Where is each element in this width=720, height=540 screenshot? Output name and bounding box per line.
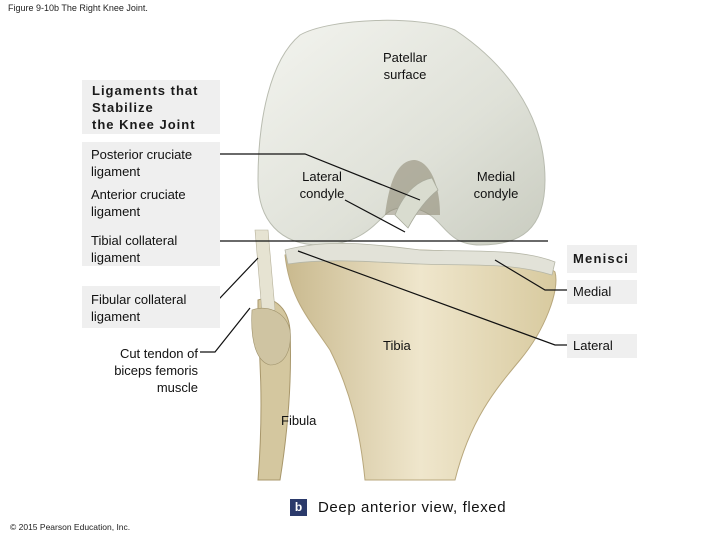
leader-biceps [200,307,251,353]
header-line-1: Ligaments that [92,83,199,98]
view-badge: b [290,499,307,516]
label-lateral-meniscus: Lateral [567,334,637,358]
leader-posterior-cruciate [213,153,421,201]
menisci-band [284,242,556,276]
label-tibia: Tibia [383,338,411,353]
label-posterior-cruciate: Posterior cruciate ligament [91,147,193,179]
copyright-notice: © 2015 Pearson Education, Inc. [10,522,131,532]
label-fibular-collateral: Fibular collateral ligament [91,292,187,324]
view-caption: Deep anterior view, flexed [318,499,507,516]
left-label-box [82,142,220,266]
label-menisci: Menisci [573,251,630,266]
menisci-box: Menisci [567,245,637,273]
label-patellar-surface: Patellar surface [382,50,428,82]
leader-lateral [297,250,567,346]
leader-medial [494,259,567,291]
label-tibial-collateral: Tibial collateral ligament [91,233,178,265]
fibular-label-box [82,286,220,328]
label-biceps-tendon: Cut tendon of biceps femoris muscle [114,346,198,395]
figure-title: Figure 9-10b The Right Knee Joint. [8,3,148,13]
label-anterior-cruciate: Anterior cruciate ligament [91,187,186,219]
header-line-2: Stabilize [92,100,154,115]
biceps-tendon-stump [251,307,291,366]
tibia-bone [284,247,557,481]
label-fibula: Fibula [281,413,317,428]
header-line-3: the Knee Joint [92,117,196,132]
leader-lines [195,153,567,353]
header-box: Ligaments that Stabilize the Knee Joint [82,80,220,134]
label-medial-condyle: Medial condyle [473,169,519,201]
label-lateral-condyle: Lateral condyle [299,169,345,201]
femur-condyles [257,19,546,246]
leader-anterior-cruciate [344,199,406,233]
label-medial-meniscus: Medial [567,280,637,304]
fibular-collateral-strip [254,229,276,313]
